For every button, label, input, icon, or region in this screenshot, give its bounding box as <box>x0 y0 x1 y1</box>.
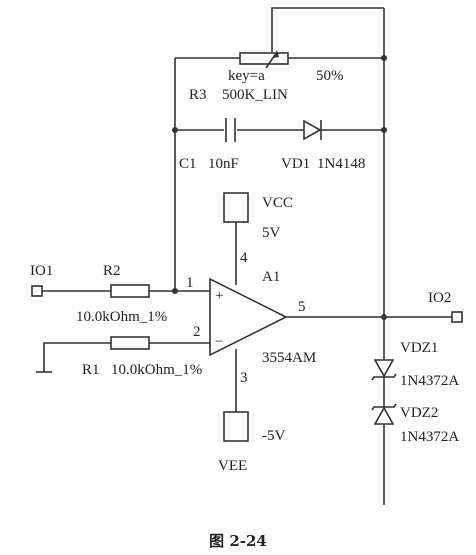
op-amp-a1: + − A1 3554AM 4 1 2 3 5 <box>186 250 316 386</box>
io1-terminal <box>31 285 43 297</box>
vd1-diode: VD1 1N4148 <box>281 119 365 172</box>
vcc-label: VCC <box>262 195 293 211</box>
vdz1-triangle-icon <box>373 359 395 378</box>
r1-body <box>110 336 150 350</box>
io1-port: IO1 <box>30 263 53 297</box>
r3-body <box>239 52 289 65</box>
vdz2-zener: VDZ2 1N4372A <box>371 403 459 445</box>
vdz2-value-label: 1N4372A <box>400 429 459 445</box>
wiper-wire <box>271 7 384 52</box>
pin-2-label: 2 <box>193 324 201 340</box>
junction-dot <box>381 127 387 133</box>
r2-ref-label: R2 <box>103 263 121 279</box>
pin-5-label: 5 <box>298 299 306 315</box>
vdz1-zener-bar <box>371 373 397 381</box>
vee-label: VEE <box>218 458 247 474</box>
junction-dot <box>172 127 178 133</box>
c1-value-label: 10nF <box>208 156 239 172</box>
input-minus-wire <box>43 342 210 372</box>
vee-supply: -5V VEE <box>218 411 285 474</box>
junctions <box>172 55 387 320</box>
pin-1-label: 1 <box>186 275 194 291</box>
r1-ref-label: R1 <box>82 362 100 378</box>
r3-ref-label: R3 <box>189 87 207 103</box>
a1-model-label: 3554AM <box>262 350 316 366</box>
vdz1-value-label: 1N4372A <box>400 373 459 389</box>
r2-value-label: 10.0kOhm_1% <box>76 309 167 325</box>
vd1-ref-label: VD1 <box>281 156 310 172</box>
vdz1-ref-label: VDZ1 <box>400 340 438 356</box>
junction-dot <box>381 55 387 61</box>
op-amp-triangle-icon <box>209 277 288 357</box>
pin-4-label: 4 <box>240 250 248 266</box>
c1-capacitor: C1 10nF <box>179 118 239 172</box>
vcc-voltage-label: 5V <box>262 225 281 241</box>
c1-gap <box>224 118 237 142</box>
figure-caption: 图 2-24 <box>209 532 267 550</box>
r1-value-label: 10.0kOhm_1% <box>111 362 202 378</box>
pin-3-label: 3 <box>240 370 248 386</box>
vd1-triangle-icon <box>303 119 322 141</box>
vcc-supply: VCC 5V <box>223 192 293 241</box>
r3-arrow-head-icon <box>273 50 279 58</box>
r3-value-label: 500K_LIN <box>222 87 288 103</box>
vdz1-zener: VDZ1 1N4372A <box>371 340 459 389</box>
plus-input-sign: + <box>215 288 223 304</box>
r3-potentiometer: key=a 50% R3 500K_LIN <box>189 50 344 103</box>
minus-input-sign: − <box>215 334 223 350</box>
vcc-box <box>223 192 249 223</box>
vee-box <box>223 411 249 442</box>
io2-label: IO2 <box>428 290 451 306</box>
io1-label: IO1 <box>30 263 53 279</box>
vdz2-ref-label: VDZ2 <box>400 405 438 421</box>
vee-voltage-label: -5V <box>262 428 285 444</box>
a1-ref-label: A1 <box>262 269 280 285</box>
r3-key-label: key=a <box>228 68 265 84</box>
io2-terminal <box>451 311 463 323</box>
vdz2-zener-bar <box>371 403 397 411</box>
r1-resistor: R1 10.0kOhm_1% <box>82 336 202 378</box>
vdz2-triangle-icon <box>373 406 395 425</box>
io2-port: IO2 <box>428 290 463 323</box>
c1-ref-label: C1 <box>179 156 197 172</box>
junction-dot <box>172 288 178 294</box>
vd1-value-label: 1N4148 <box>317 156 365 172</box>
r2-resistor: R2 10.0kOhm_1% <box>76 263 167 325</box>
r3-percent-label: 50% <box>316 68 344 84</box>
r2-body <box>110 284 150 298</box>
junction-dot <box>381 314 387 320</box>
